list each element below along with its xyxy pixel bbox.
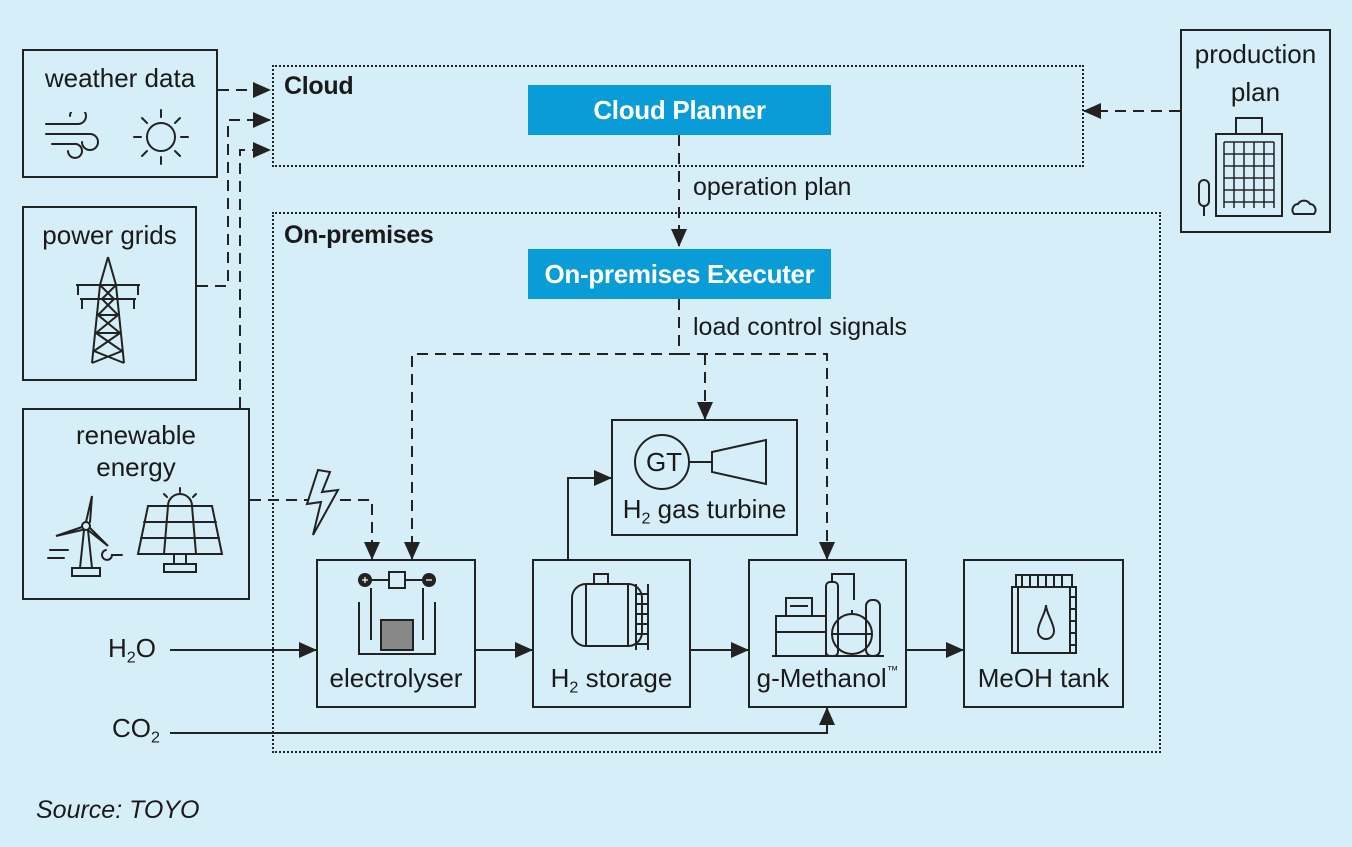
- h2o-suffix: O: [135, 633, 156, 663]
- arrow-renewable-power: [250, 499, 380, 560]
- on-premises-zone: [272, 212, 1161, 753]
- co2-feed-label: CO2: [112, 712, 170, 747]
- wind-turbine-icon: [47, 495, 123, 577]
- turbine-suffix: gas turbine: [650, 494, 787, 524]
- cloud-planner-banner: Cloud Planner: [528, 85, 831, 135]
- g-methanol-trademark: ™: [886, 664, 899, 678]
- arrow-load-control-main: [404, 299, 680, 560]
- weather-data-box: [22, 49, 218, 178]
- executer-banner: On-premises Executer: [528, 249, 831, 299]
- arrow-grid-to-cloud: [197, 112, 271, 287]
- electrolyser-box: [316, 559, 476, 708]
- meoh-tank-label: MeOH tank: [977, 663, 1110, 693]
- h2-storage-suffix: storage: [578, 663, 673, 693]
- solar-panel-icon: [136, 487, 224, 573]
- gas-turbine-icon: [634, 434, 767, 490]
- operation-plan-label: operation plan: [693, 173, 852, 201]
- turbine-subscript: 2: [641, 509, 651, 528]
- cloud-zone-title: Cloud: [284, 72, 354, 100]
- weather-data-label: weather data: [44, 63, 196, 93]
- h2o-feed-label: H2O: [108, 632, 166, 667]
- turbine-prefix: H: [622, 494, 642, 524]
- g-methanol-label: g-Methanol™: [748, 662, 907, 694]
- methanol-plant-icon: [772, 573, 884, 657]
- power-grids-box: [22, 206, 197, 381]
- electrolyser-icon: [358, 571, 436, 655]
- co2-subscript: 2: [151, 728, 160, 747]
- sun-icon: [133, 109, 189, 165]
- h2o-subscript: 2: [126, 648, 136, 667]
- h2-storage-box: [532, 559, 691, 708]
- h2-storage-label: H2 storage: [532, 662, 691, 697]
- cloud-zone: [272, 65, 1084, 167]
- g-methanol-box: [748, 559, 907, 708]
- h2-tank-icon: [571, 573, 649, 650]
- electrolyser-label: electrolyser: [329, 663, 463, 693]
- arrow-load-control-methanol: [679, 353, 835, 560]
- g-methanol-name: g-Methanol: [756, 663, 887, 693]
- renewable-energy-box: [22, 408, 250, 600]
- factory-building-icon: [1198, 117, 1317, 217]
- production-plan-box: [1180, 29, 1331, 233]
- power-grids-label: power grids: [42, 220, 177, 250]
- load-control-label: load control signals: [693, 313, 908, 341]
- meoh-tank-box: [963, 559, 1124, 708]
- on-premises-zone-title: On-premises: [284, 221, 434, 249]
- h2-storage-subscript: 2: [569, 678, 579, 697]
- h2-storage-prefix: H: [550, 663, 570, 693]
- arrow-co2-feed: [170, 707, 835, 734]
- source-credit: Source: TOYO: [36, 796, 200, 824]
- wind-icon: [45, 112, 99, 159]
- gas-turbine-box: [611, 419, 798, 536]
- arrow-storage-to-turbine: [567, 470, 612, 560]
- power-tower-icon: [76, 256, 140, 364]
- production-label-line1: production: [1194, 39, 1317, 69]
- renewable-label-line1: renewable: [76, 420, 196, 450]
- turbine-badge-label: GT: [645, 447, 683, 477]
- co2-prefix: CO: [112, 713, 151, 743]
- renewable-label-line2: energy: [96, 452, 176, 482]
- lightning-icon: [305, 468, 340, 536]
- meoh-tank-icon: [1011, 574, 1077, 654]
- gas-turbine-label: H2 gas turbine: [611, 493, 798, 528]
- production-label-line2: plan: [1230, 77, 1281, 107]
- h2o-prefix: H: [108, 633, 127, 663]
- arrow-renewable-to-cloud: [239, 142, 271, 408]
